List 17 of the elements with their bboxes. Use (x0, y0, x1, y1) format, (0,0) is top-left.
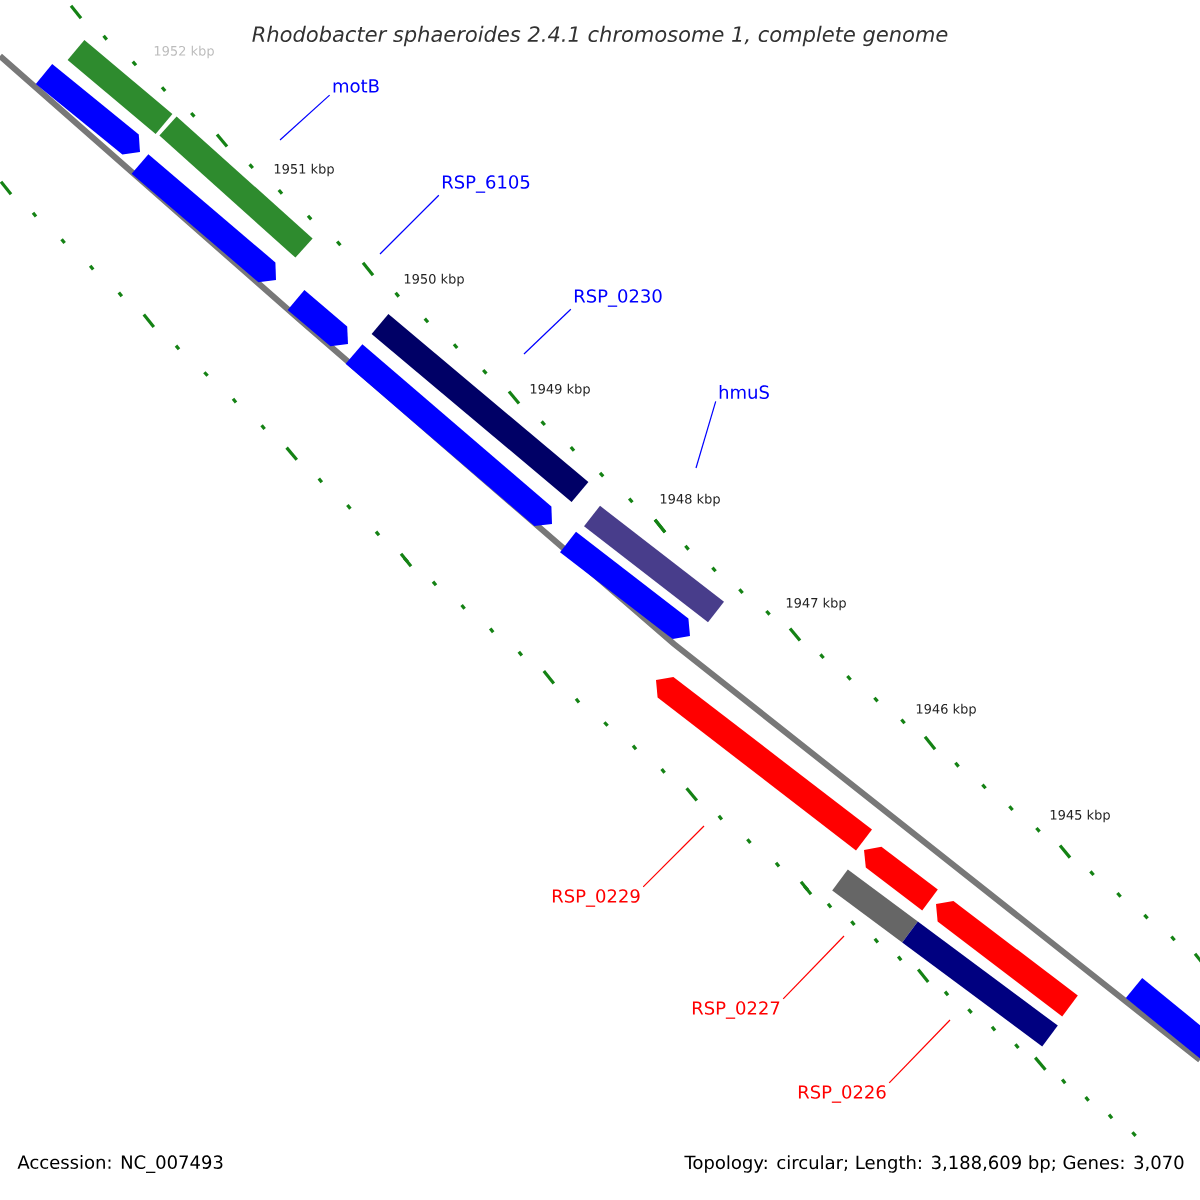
leader-line (279, 94, 331, 141)
leader-line (642, 825, 705, 888)
gene-label: motB (333, 79, 379, 93)
leader-line (888, 1019, 951, 1084)
leader-line (782, 935, 845, 1000)
gene-label: RSP_0226 (798, 1085, 886, 1103)
title: Rhodobacter sphaeroides 2.4.1 chromosome 1, complete genome (252, 25, 948, 47)
gene-label: hmuS (719, 385, 769, 399)
gene-label: RSP_0230 (574, 289, 662, 307)
footer-text: Accession: NC_007493 (17, 1155, 223, 1173)
gene-label: RSP_0227 (692, 1001, 780, 1019)
gene-label: RSP_0229 (552, 889, 640, 907)
footer-text: Topology: circular; Length: 3,188,609 bp; Genes: 3,070 (684, 1155, 1184, 1173)
leader-line (695, 400, 717, 469)
leader-line (523, 308, 572, 355)
gene-label: RSP_6105 (442, 175, 530, 193)
leader-line (379, 194, 440, 255)
